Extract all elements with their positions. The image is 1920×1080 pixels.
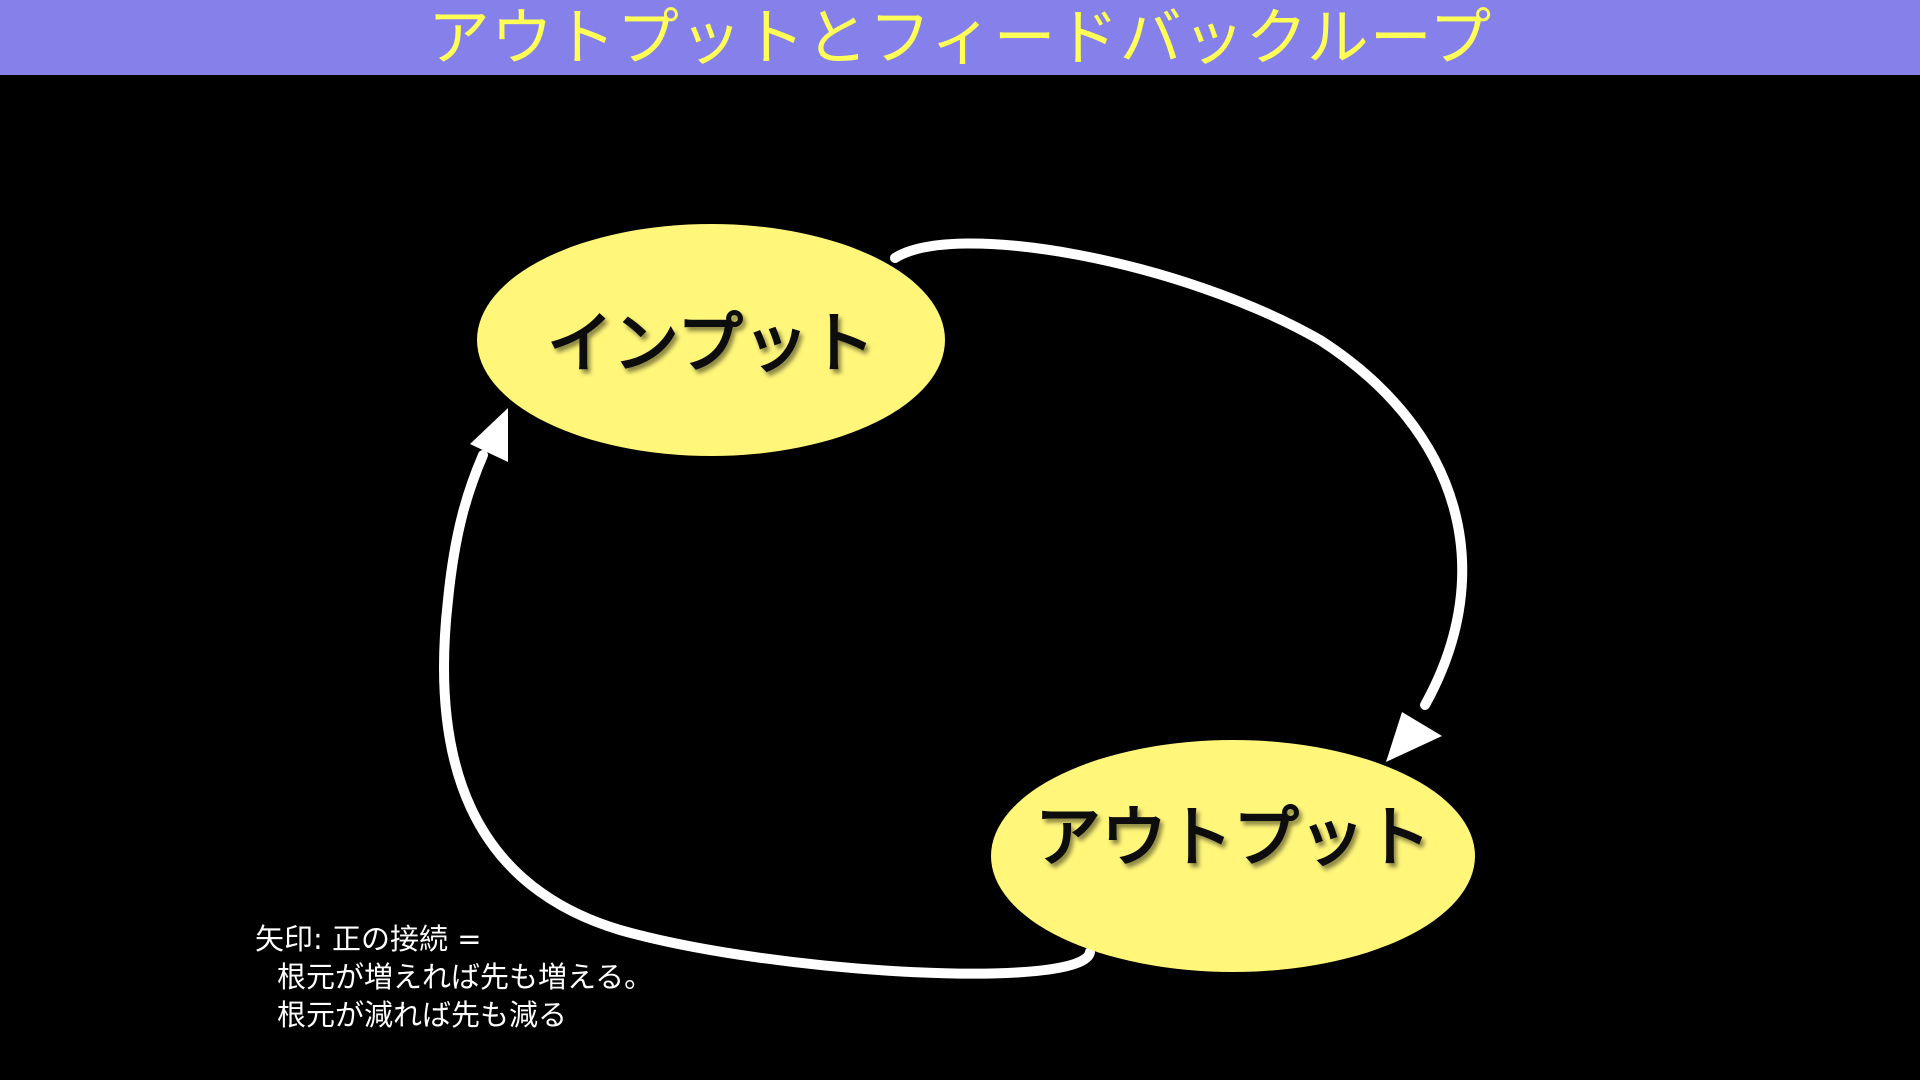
node-output-ellipse [991, 740, 1475, 972]
node-output: アウトプット [991, 740, 1475, 972]
legend-line-3: 根元が減れば先も減る [277, 998, 568, 1032]
slide-title: アウトプットとフィードバックループ [427, 1, 1493, 74]
arrow-input-to-output [890, 238, 1468, 710]
legend: 矢印: 正の接続 = 根元が増えれば先も増える。 根元が減れば先も減る [255, 920, 653, 1034]
legend-line-1: 矢印: 正の接続 = [255, 922, 482, 956]
arrow-output-to-input [439, 450, 1095, 979]
node-input: インプット [477, 224, 945, 456]
node-input-ellipse [477, 224, 945, 456]
node-output-label: アウトプット [1035, 799, 1431, 876]
arrowhead-into-input [470, 408, 508, 462]
arrowhead-into-output [1386, 712, 1442, 762]
title-bar: アウトプットとフィードバックループ [0, 0, 1920, 75]
node-input-label: インプット [547, 305, 875, 382]
legend-line-2: 根元が増えれば先も増える。 [277, 960, 654, 994]
